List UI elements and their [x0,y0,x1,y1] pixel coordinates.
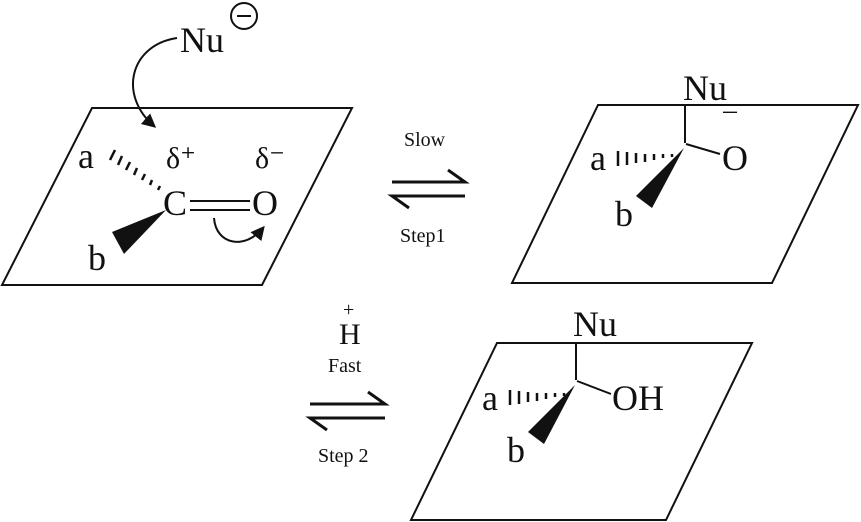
intermediate-oxygen-bond [685,143,721,155]
reactant-plane [0,107,354,286]
reactant-carbon: C [163,183,187,223]
product-hydroxyl: OH [612,378,664,418]
intermediate-sub-b: b [615,194,633,234]
product-hashed-bond-a [508,390,566,405]
intermediate-hashed-bond-a [616,151,674,166]
product-wedge-bond-b [528,385,575,444]
step2-equilibrium: + H Fast Step 2 [305,299,390,467]
step2-bottom-label: Step 2 [318,445,369,467]
reactant-group: Nu δ⁺ δ⁻ a C O b [0,2,354,286]
nucleophile-negative-charge [230,2,258,30]
intermediate-wedge-bond-b [636,148,684,208]
product-plane [409,342,754,521]
intermediate-plane [510,104,860,284]
intermediate-group: Nu a ‾ O b [510,68,860,284]
intermediate-nucleophile: Nu [683,68,727,108]
intermediate-oxygen-charge-bar: ‾ [722,108,738,148]
wedge-bond-b [112,210,166,254]
step2-forward-arrow [310,390,390,406]
step2-reverse-arrow [305,416,385,432]
reverse-arrow [387,194,465,210]
product-nucleophile: Nu [573,304,617,344]
product-hydroxyl-bond [576,380,612,395]
product-group: Nu a OH b [409,304,754,521]
step2-reagent: H [339,318,361,351]
forward-arrow [392,168,470,184]
step1-equilibrium: Slow Step1 [387,129,470,247]
product-sub-a: a [482,378,498,418]
reactant-nucleophile: Nu [180,20,224,60]
hashed-bond-a [108,149,162,191]
intermediate-oxygen: O [722,138,748,178]
reactant-oxygen: O [252,183,278,223]
double-bond [190,200,250,211]
step2-top-label: Fast [328,355,362,377]
electron-shift-arrow [213,217,265,243]
nucleophile-attack-arrow [132,37,178,128]
oxygen-partial-charge: δ⁻ [255,142,285,175]
product-sub-b: b [507,430,525,470]
intermediate-sub-a: a [590,138,606,178]
reactant-sub-b: b [88,238,106,278]
step1-top-label: Slow [404,129,446,151]
reactant-sub-a: a [78,136,94,176]
step2-reagent-charge: + [343,299,354,321]
carbon-partial-charge: δ⁺ [166,142,196,175]
step1-bottom-label: Step1 [400,225,446,247]
